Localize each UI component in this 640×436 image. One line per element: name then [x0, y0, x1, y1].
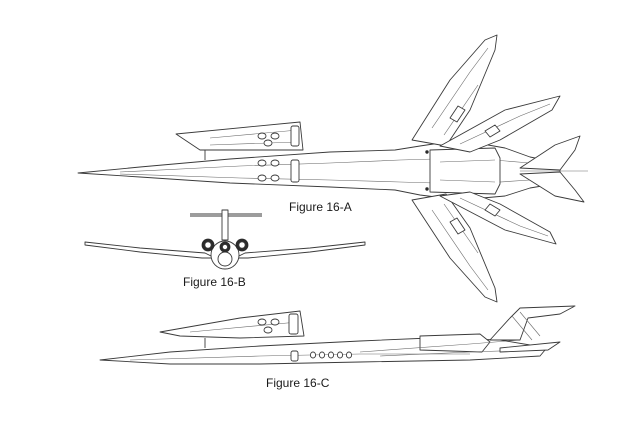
top-view-fuselage [77, 139, 561, 201]
top-view-upper-wing [411, 34, 561, 153]
top-view-tail [519, 135, 588, 203]
figure-16b-caption: Figure 16-B [183, 275, 246, 289]
top-view-upper-nacelle [175, 121, 304, 160]
aircraft-front-view [84, 209, 366, 270]
figure-16c-caption: Figure 16-C [266, 376, 330, 390]
aircraft-top-view [77, 34, 588, 303]
figure-16a-caption: Figure 16-A [289, 200, 352, 214]
aircraft-side-view [99, 305, 576, 365]
top-view-lower-wing [411, 191, 557, 303]
